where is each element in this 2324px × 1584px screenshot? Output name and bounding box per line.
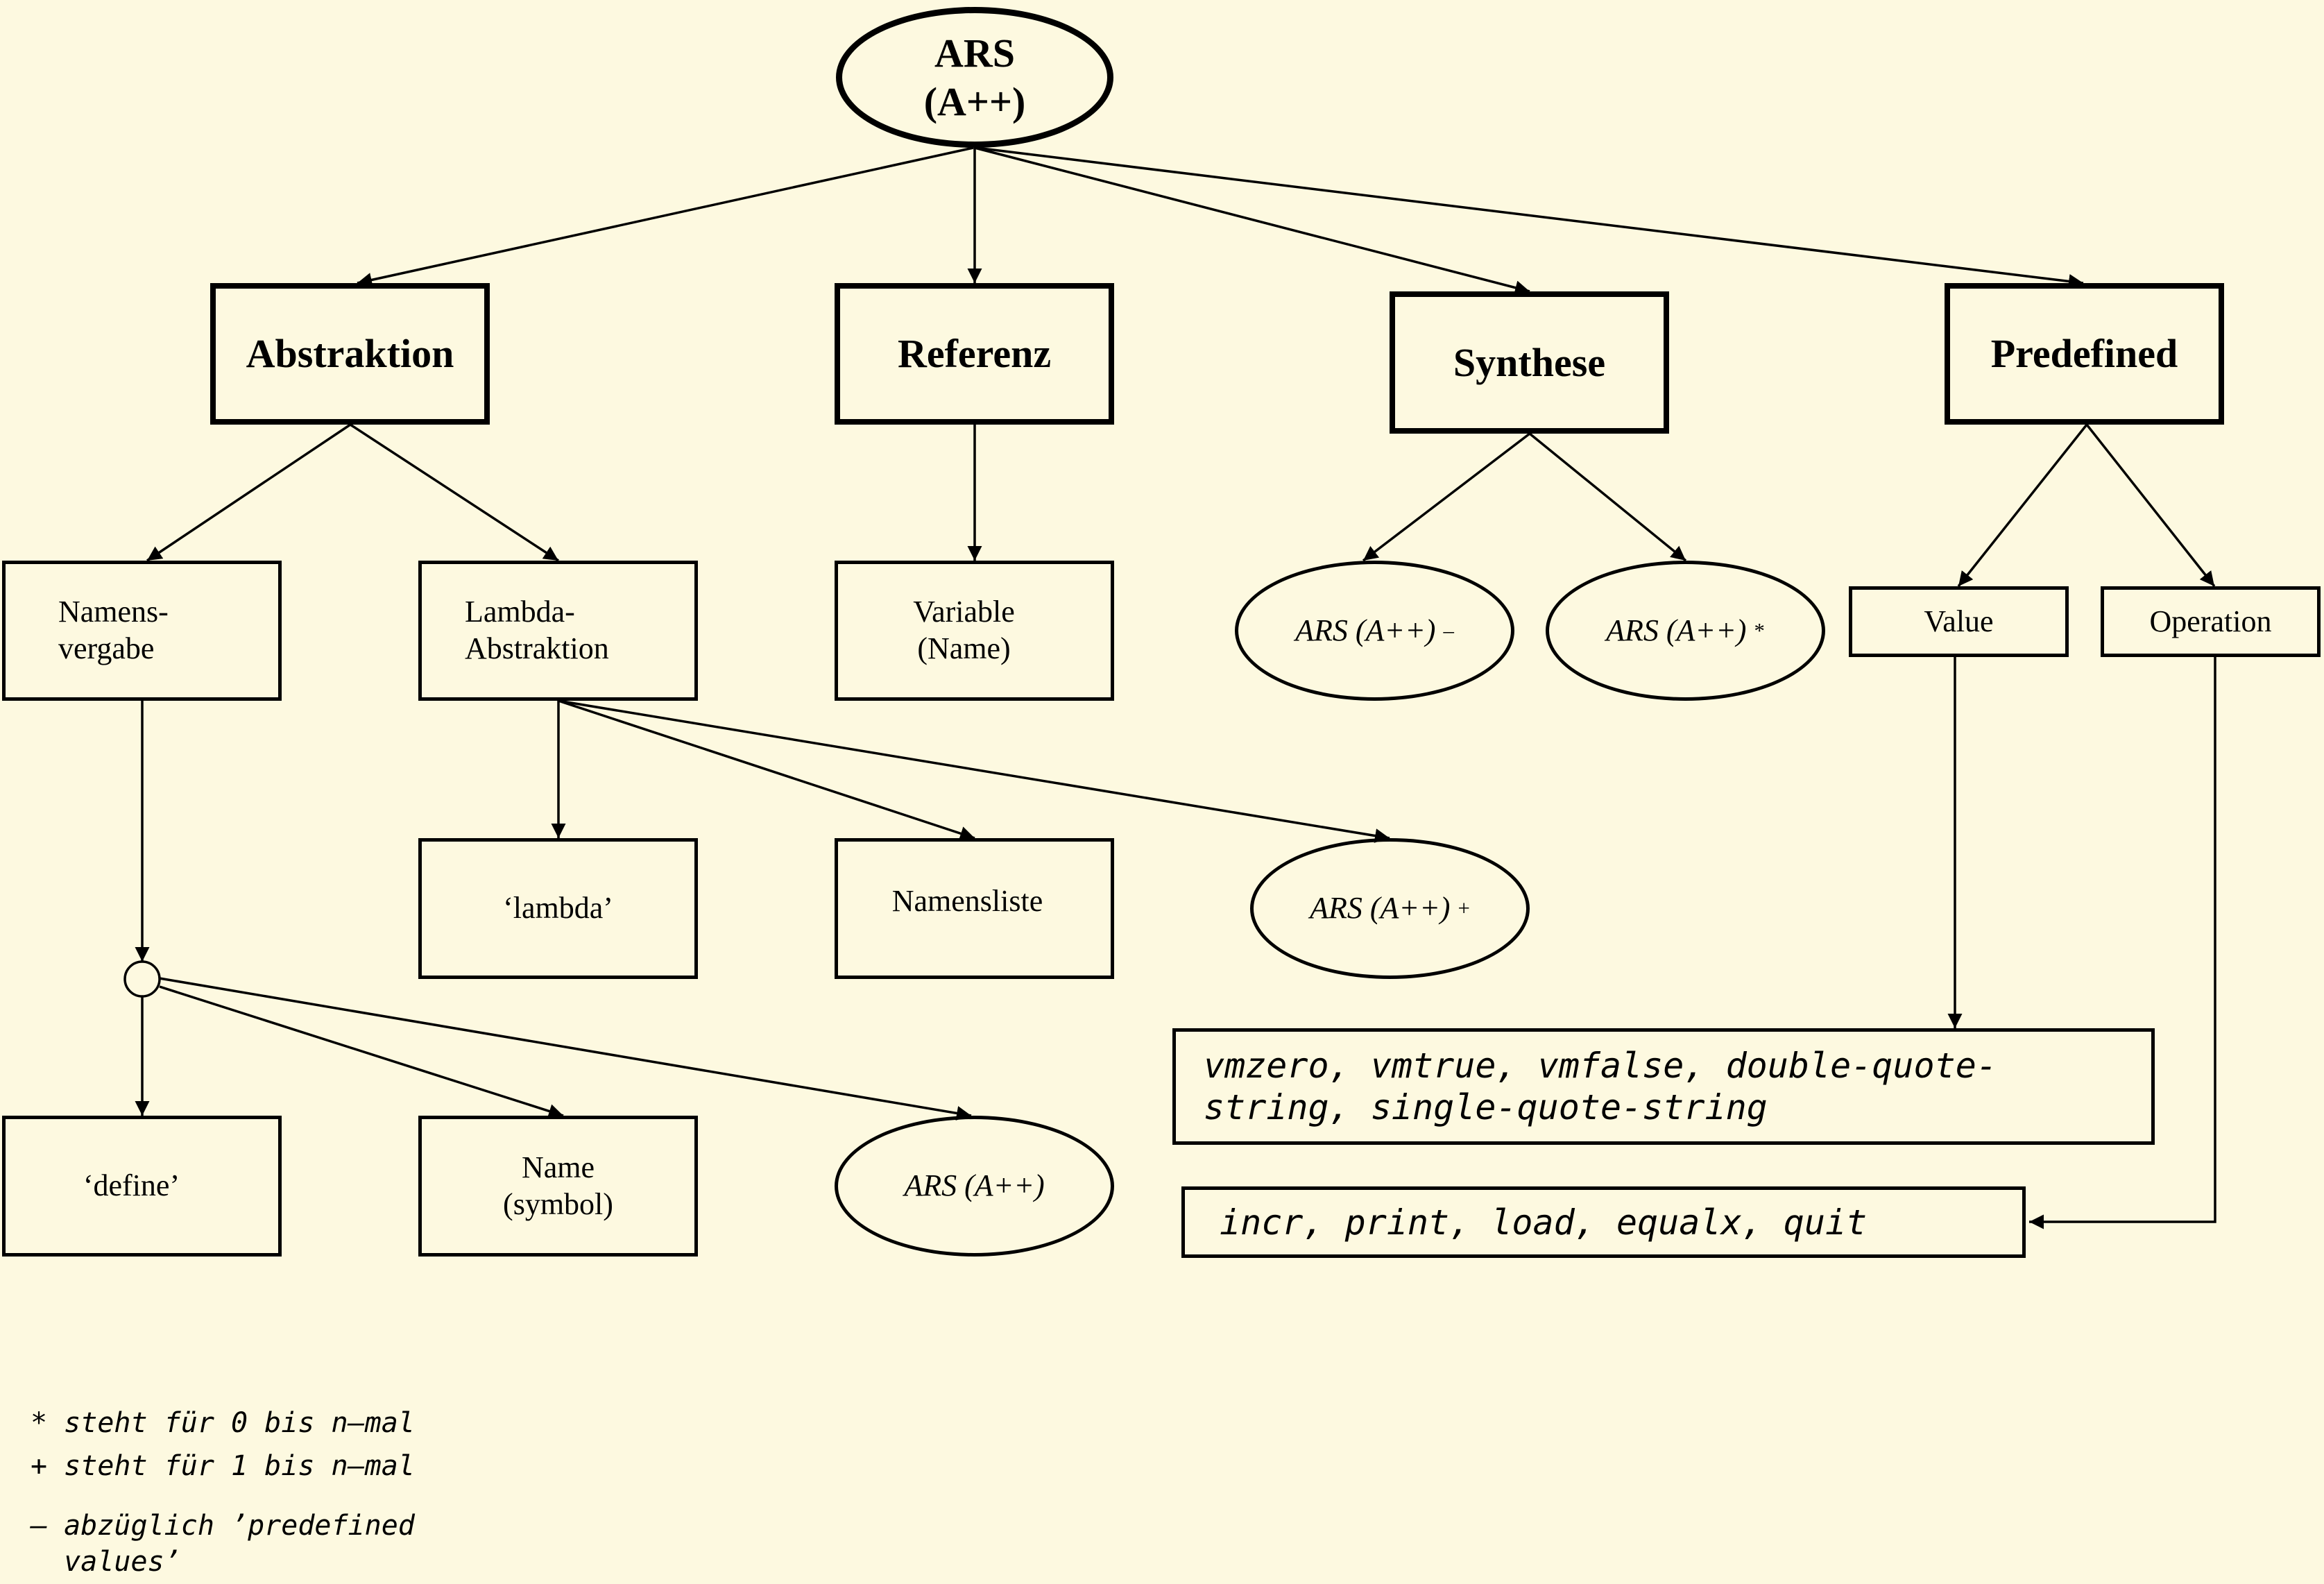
ars-define-ellipse: ARS (A++) (835, 1116, 1114, 1257)
value-list-box: vmzero, vmtrue, vmfalse, double-quote- s… (1172, 1028, 2155, 1145)
edge-operation-list (2029, 657, 2216, 1229)
ars-minus-sup: – (1443, 618, 1454, 642)
edge-root-predefined (975, 146, 2084, 289)
edge-abstraktion-lambda (350, 423, 559, 562)
legend-minus: – abzüglich ’predefined values’ (31, 1510, 415, 1578)
edge-lambda-namensliste (558, 699, 975, 841)
synthese-node: Synthese (1390, 291, 1669, 434)
variable-name-node: Variable (Name) (835, 561, 1114, 701)
edge-lambda-ars-plus (558, 699, 1390, 843)
edge-synthese-ars-star (1528, 432, 1687, 562)
edge-abstraktion-namensvergabe (146, 423, 351, 562)
namensliste-node: Namensliste (835, 838, 1114, 979)
referenz-node: Referenz (835, 283, 1114, 425)
edge-junction-name (159, 985, 564, 1118)
edge-synthese-ars-minus (1362, 432, 1531, 562)
junction-node (123, 960, 161, 998)
lambda-keyword-node: ‘lambda’ (418, 838, 698, 979)
ars-plus-label: ARS (A++) (1310, 891, 1451, 926)
operation-node: Operation (2101, 586, 2321, 657)
root-node: ARS (A++) (836, 7, 1113, 148)
name-symbol-node: Name (symbol) (418, 1116, 698, 1257)
edge-root-synthese (974, 146, 1530, 295)
define-keyword-node: ‘define’ (2, 1116, 282, 1257)
ars-star-label: ARS (A++) (1606, 613, 1747, 647)
predefined-node: Predefined (1945, 283, 2224, 425)
abstraktion-node: Abstraktion (210, 283, 490, 425)
ars-star-sup: * (1754, 618, 1765, 642)
legend-star: * steht für 0 bis n–mal (31, 1407, 415, 1439)
edge-predefined-operation (2085, 423, 2216, 588)
legend-plus: + steht für 1 bis n–mal (31, 1450, 415, 1482)
value-node: Value (1849, 586, 2069, 657)
edge-predefined-value (1957, 423, 2088, 588)
ars-minus-ellipse: ARS (A++) – (1235, 561, 1514, 701)
operation-list-box: incr, print, load, equalx, quit (1181, 1186, 2026, 1258)
edge-root-abstraktion (357, 146, 974, 287)
namensvergabe-node: Namens- vergabe (2, 561, 282, 701)
ars-minus-label: ARS (A++) (1295, 613, 1436, 647)
lambda-abstraktion-node: Lambda- Abstraktion (418, 561, 698, 701)
ars-star-ellipse: ARS (A++) * (1546, 561, 1825, 701)
ars-plus-ellipse: ARS (A++) + (1250, 838, 1530, 979)
ars-plus-sup: + (1458, 896, 1470, 921)
edge-junction-ars (159, 977, 972, 1121)
